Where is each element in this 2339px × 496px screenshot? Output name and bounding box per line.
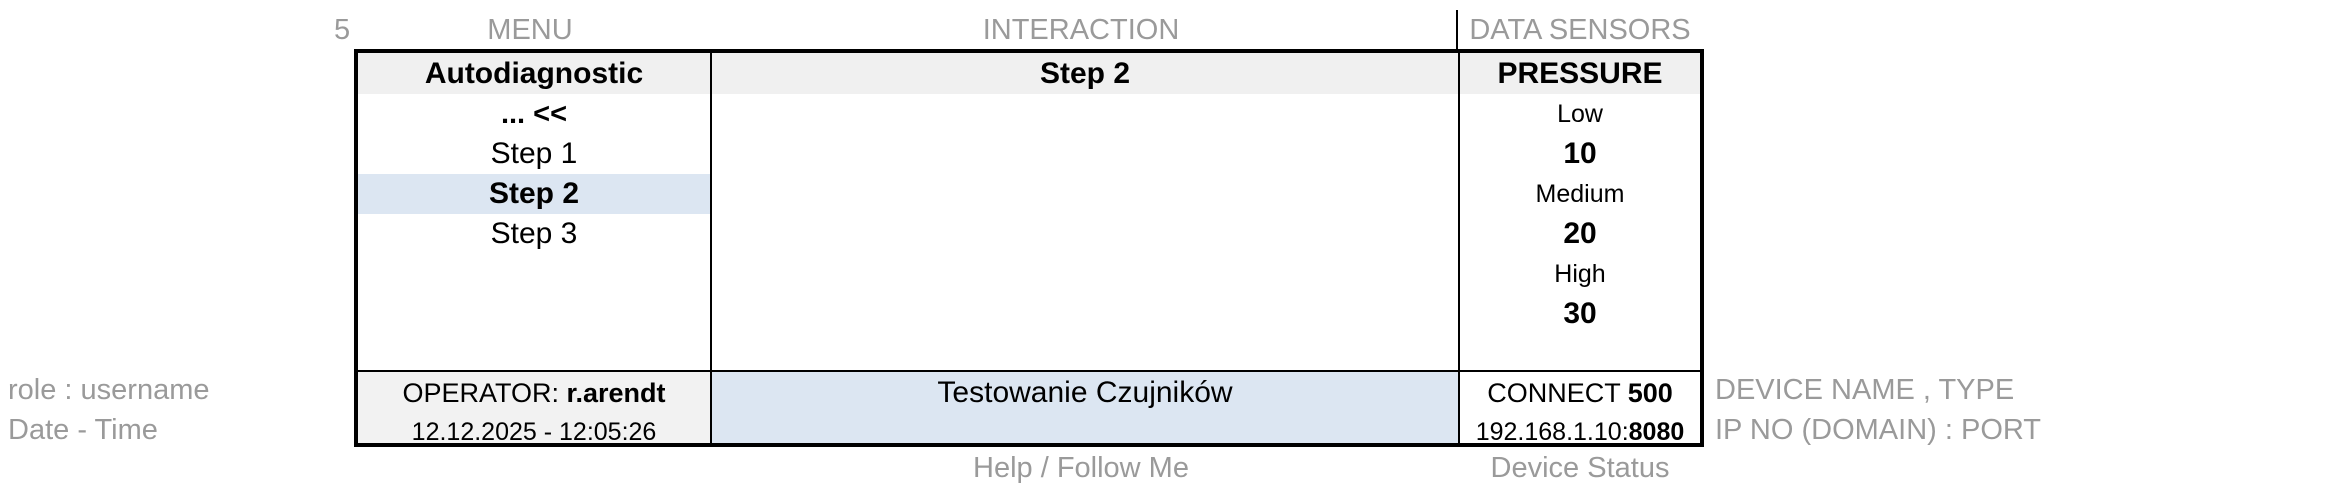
label-help-follow-me: Help / Follow Me: [973, 452, 1189, 484]
main-panel: Autodiagnostic ... << Step 1 Step 2 Step…: [354, 49, 1704, 447]
menu-column: Autodiagnostic ... << Step 1 Step 2 Step…: [358, 53, 710, 446]
label-role-username: role : username: [8, 374, 210, 406]
ip-port-line: 192.168.1.10:8080: [1460, 418, 1700, 447]
label-ip-port: IP NO (DOMAIN) : PORT: [1715, 414, 2042, 446]
header-divider: [1456, 10, 1458, 50]
sensor-medium-value: 20: [1563, 217, 1597, 250]
menu-item-step-2[interactable]: Step 2: [358, 174, 710, 214]
sensor-high-value: 30: [1563, 297, 1597, 330]
menu-item-step-1[interactable]: Step 1: [490, 137, 578, 170]
datetime-value: 12.12.2025 - 12:05:26: [411, 418, 657, 446]
sensor-low-label: Low: [1557, 100, 1603, 128]
port-number: 8080: [1628, 418, 1685, 446]
screen-number: 5: [334, 14, 351, 46]
connect-line: CONNECT 500: [1460, 378, 1700, 409]
footer-divider: [358, 370, 710, 372]
footer-divider: [712, 370, 1458, 372]
label-device-name-type: DEVICE NAME , TYPE: [1715, 374, 2015, 406]
menu-title: Autodiagnostic: [358, 53, 710, 94]
connect-label: CONNECT: [1487, 378, 1621, 408]
label-date-time: Date - Time: [8, 414, 158, 446]
sensor-title: PRESSURE: [1460, 53, 1700, 94]
data-sensors-column: PRESSURE Low 10 Medium 20 High 30 CONNEC…: [1460, 53, 1700, 446]
menu-item-step-3[interactable]: Step 3: [490, 217, 578, 250]
connect-code: 500: [1627, 378, 1673, 408]
help-text: Testowanie Czujników: [937, 376, 1233, 409]
ip-address: 192.168.1.10:: [1475, 418, 1629, 446]
operator-label: OPERATOR:: [402, 378, 559, 408]
label-device-status: Device Status: [1490, 452, 1670, 484]
sensor-high-label: High: [1554, 260, 1606, 288]
operator-info: OPERATOR: r.arendt 12.12.2025 - 12:05:26: [358, 372, 710, 446]
operator-name: r.arendt: [566, 378, 666, 408]
device-status-panel: CONNECT 500 192.168.1.10:8080: [1460, 372, 1700, 446]
column-header-interaction: INTERACTION: [982, 14, 1180, 46]
footer-divider: [1460, 370, 1700, 372]
sensor-medium-label: Medium: [1535, 180, 1625, 208]
help-panel[interactable]: Testowanie Czujników: [712, 372, 1458, 443]
sensor-low-value: 10: [1563, 137, 1597, 170]
operator-line: OPERATOR: r.arendt: [358, 378, 710, 409]
column-header-menu: MENU: [487, 14, 573, 46]
interaction-title: Step 2: [712, 53, 1458, 94]
menu-back-button[interactable]: ... <<: [500, 98, 568, 130]
column-header-data-sensors: DATA SENSORS: [1469, 14, 1691, 46]
interaction-column: Step 2 Testowanie Czujników: [710, 53, 1460, 443]
